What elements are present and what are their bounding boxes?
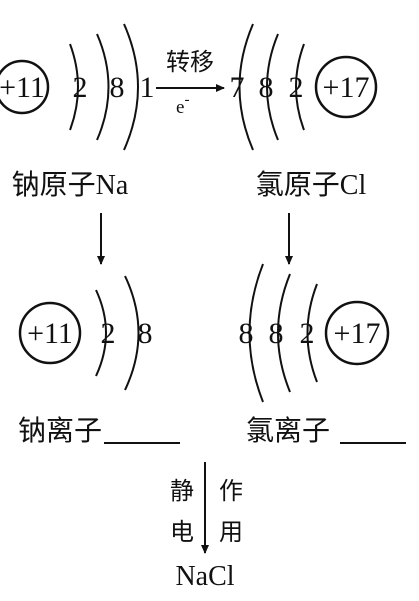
bond-left-char-1: 静 <box>170 477 194 505</box>
electron-charge: - <box>184 92 189 108</box>
chloride-ion-shell-3-electrons: 2 <box>300 317 315 350</box>
chloride-ion-shell-1-electrons: 8 <box>239 317 254 350</box>
chloride-ion-shell-arc-2 <box>277 273 291 393</box>
sodium-ion-nucleus-circle <box>18 301 82 365</box>
bond-left-char-2: 电 <box>170 518 194 546</box>
sodium-nucleus-charge: +11 <box>0 71 45 104</box>
chlorine-atom: 7 8 2 +17 <box>230 23 378 151</box>
sodium-ion: +11 2 8 <box>18 275 153 391</box>
electrostatic-interaction: 静 电 作 用 NaCl <box>170 462 243 592</box>
sodium-ion-nucleus-charge: +11 <box>27 317 73 350</box>
electron-symbol: e- <box>176 92 189 118</box>
chlorine-shell-arc-2 <box>266 33 279 141</box>
chlorine-nucleus-circle <box>314 55 378 119</box>
bond-right-char-1: 作 <box>219 477 243 505</box>
sodium-atom: +11 2 8 1 <box>0 23 155 151</box>
chloride-ion-shell-2-electrons: 8 <box>269 317 284 350</box>
chloride-ion-shell-arcs <box>248 263 318 403</box>
chlorine-shell-arc-3 <box>295 43 305 131</box>
chlorine-shell-1-electrons: 7 <box>230 71 245 104</box>
sodium-ion-shell-arcs <box>95 275 140 391</box>
chloride-ion-label: 氯离子 <box>246 415 330 447</box>
chlorine-shell-3-electrons: 2 <box>289 71 304 104</box>
transfer-label: 转移 <box>166 48 214 76</box>
chloride-ion-shell-arc-1 <box>248 263 264 403</box>
bond-right-char-2: 用 <box>219 518 243 546</box>
chloride-ion-nucleus-circle <box>324 300 390 366</box>
chloride-ion: 8 8 2 +17 <box>239 263 390 403</box>
chlorine-shell-arcs <box>238 23 305 151</box>
chlorine-atom-label: 氯原子Cl <box>256 169 367 201</box>
sodium-shell-1-electrons: 2 <box>73 71 88 104</box>
sodium-shell-arc-2 <box>96 33 110 141</box>
sodium-shell-arc-3 <box>123 23 139 151</box>
sodium-ion-shell-2-electrons: 8 <box>138 317 153 350</box>
sodium-shell-arcs <box>69 23 139 151</box>
product-formula: NaCl <box>175 561 234 592</box>
sodium-shell-arc-1 <box>69 43 79 131</box>
sodium-atom-label: 钠原子Na <box>12 169 129 201</box>
sodium-ion-label: 钠离子 <box>18 415 102 447</box>
chlorine-shell-arc-1 <box>238 23 254 151</box>
sodium-nucleus-circle <box>0 59 50 115</box>
sodium-shell-2-electrons: 8 <box>110 71 125 104</box>
sodium-ion-shell-1-electrons: 2 <box>101 317 116 350</box>
sodium-ion-shell-arc-2 <box>124 275 140 391</box>
electron-transfer: 转移 e- <box>156 48 225 118</box>
sodium-ion-shell-arc-1 <box>95 289 107 377</box>
chlorine-shell-2-electrons: 8 <box>259 71 274 104</box>
chloride-ion-shell-arc-3 <box>306 283 318 383</box>
chlorine-nucleus-charge: +17 <box>323 71 370 104</box>
sodium-shell-3-electrons: 1 <box>140 71 155 104</box>
chloride-ion-nucleus-charge: +17 <box>334 317 381 350</box>
